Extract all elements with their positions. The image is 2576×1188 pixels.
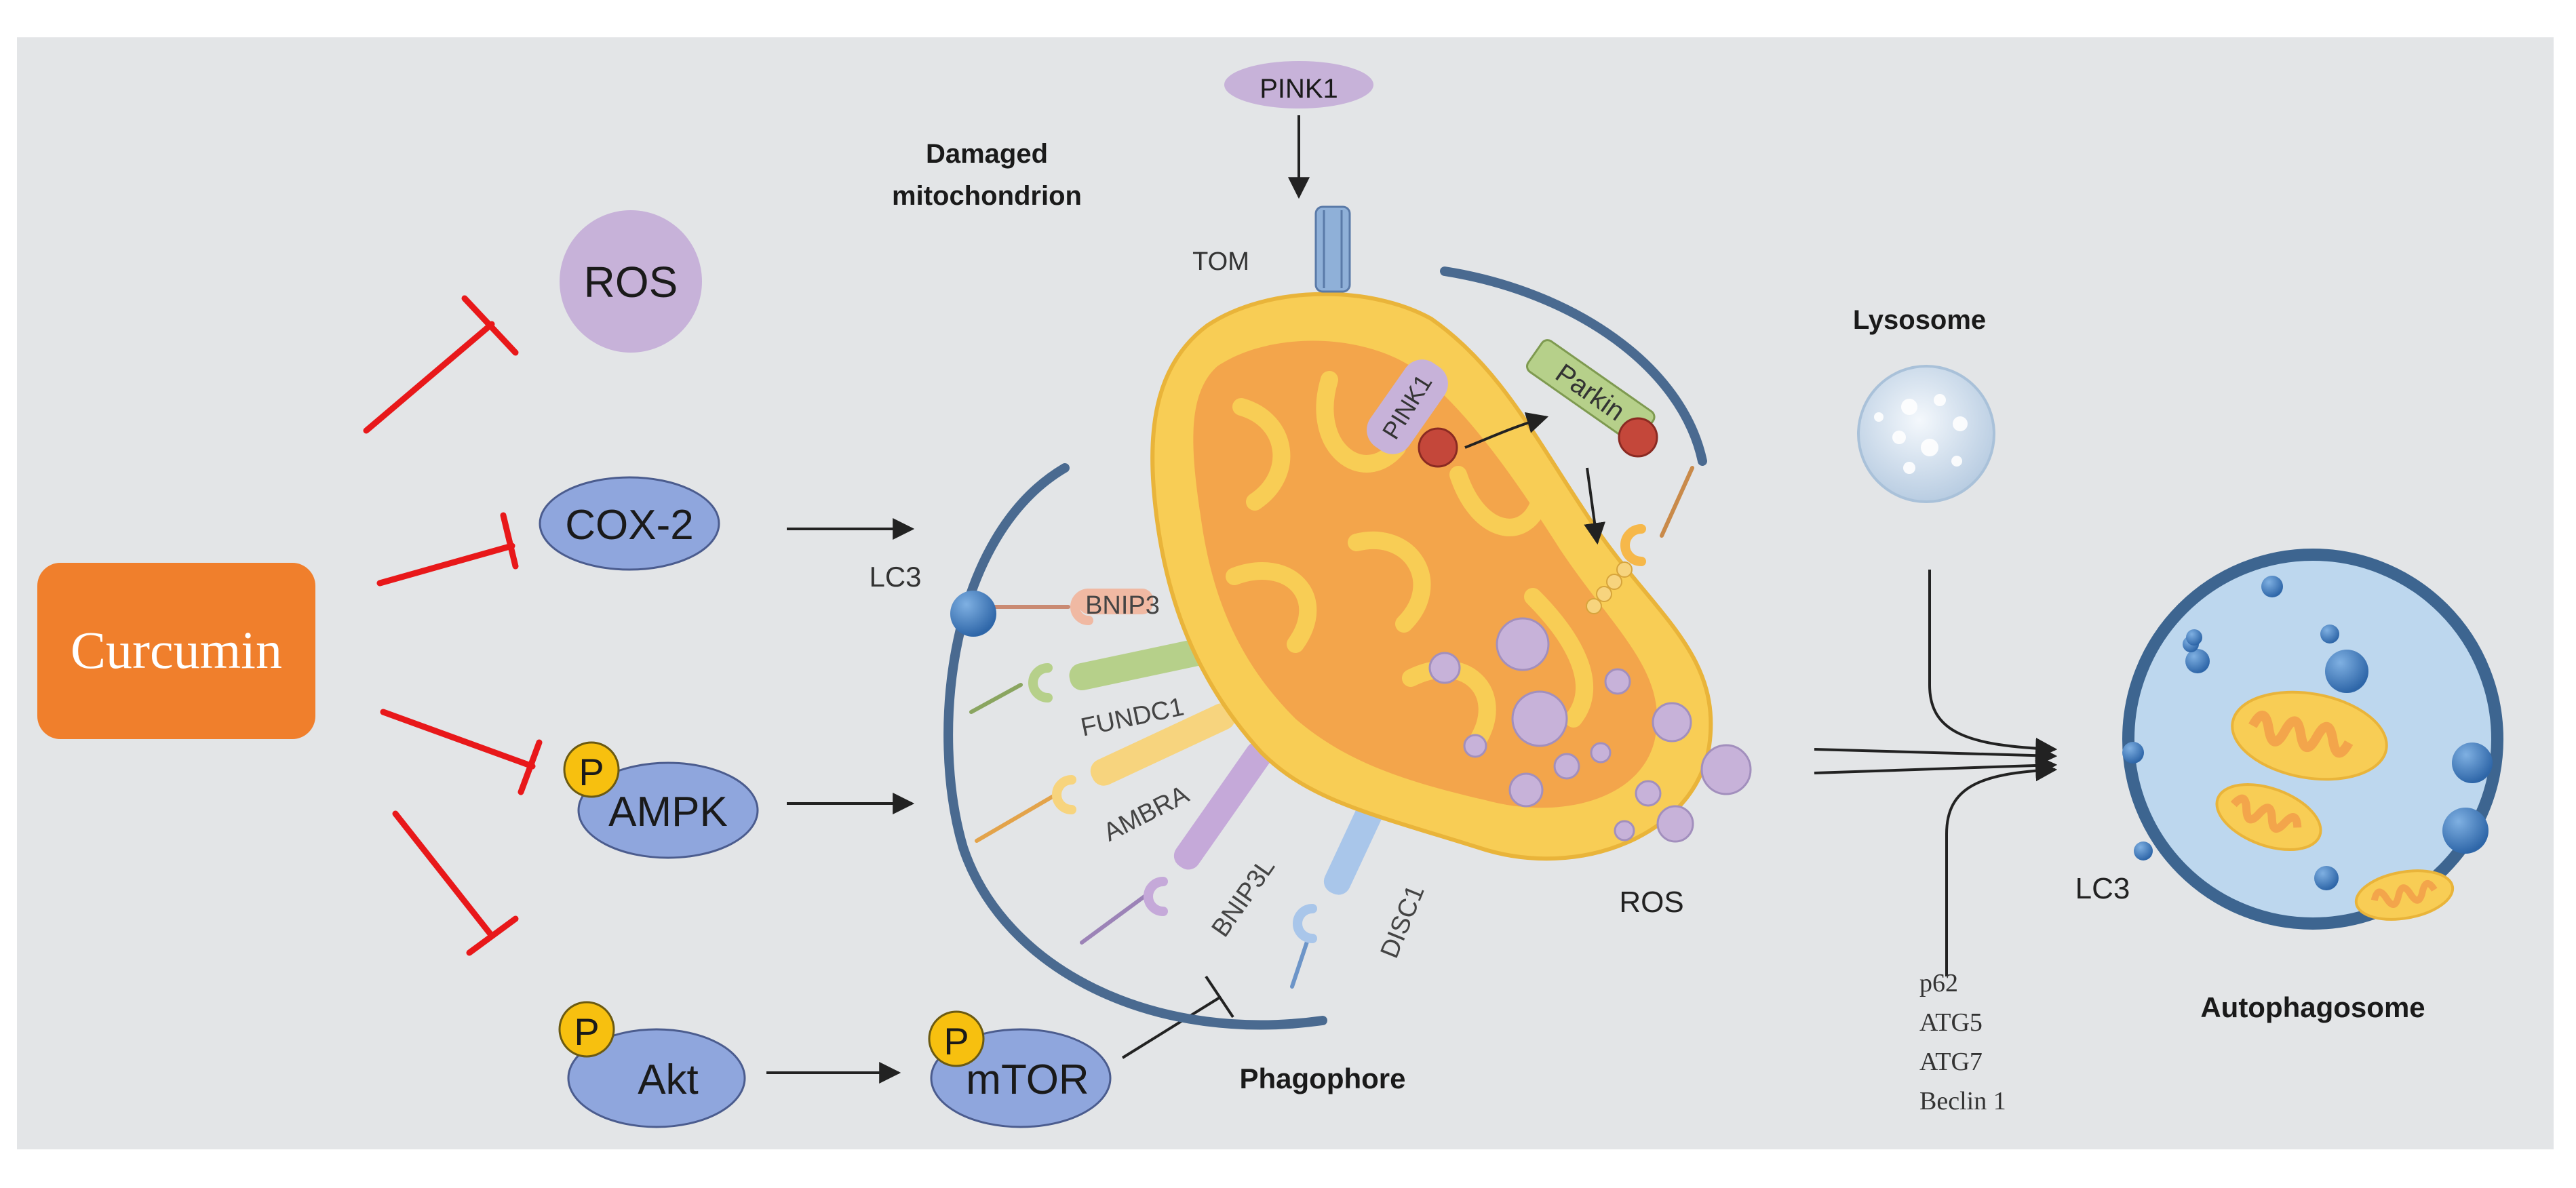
label-text: ATG7 — [1919, 1048, 1983, 1076]
pink1-to-parkin-arrow — [1464, 412, 1549, 449]
label-text: Akt — [638, 1056, 699, 1103]
bnip3-label: BNIP3 — [1085, 591, 1160, 620]
phospho-badge — [928, 1010, 985, 1067]
phospho-badge — [563, 741, 620, 798]
mitochondrion — [1150, 292, 1752, 861]
parkin-to-receptor-arrow — [1584, 467, 1605, 545]
label-text: AMPK — [608, 789, 728, 835]
label-text: P — [579, 751, 604, 793]
phagophore-label: Phagophore — [1239, 1063, 1405, 1094]
tom-channel — [1314, 205, 1351, 293]
ros-label: ROS — [1619, 886, 1683, 919]
lysosome-label: Lysosome — [1853, 305, 1986, 335]
label-text: P — [574, 1010, 599, 1053]
tom-label: TOM — [1192, 248, 1249, 276]
activation-arrows — [766, 518, 1234, 1084]
autophagosome — [2122, 549, 2503, 930]
ros-vesicles — [1428, 617, 1752, 843]
akt-node: Akt P — [558, 1001, 746, 1128]
lc3-dot — [950, 591, 996, 637]
ampk-node: AMPK P — [563, 741, 759, 859]
label-text: mTOR — [966, 1056, 1089, 1103]
label-text: p62 — [1919, 969, 1958, 997]
autophagosome-label: Autophagosome — [2200, 991, 2425, 1023]
phagophore-membrane — [943, 266, 1707, 1030]
phospho-badge — [558, 1001, 615, 1058]
autophagosome-lc3-label: LC3 — [2075, 872, 2130, 905]
label-text: P — [943, 1020, 969, 1063]
damaged-mito-title-2: mitochondrion — [892, 181, 1082, 211]
pink1-top: PINK1 — [1224, 61, 1373, 108]
pink1-inner: PINK1 — [1367, 359, 1458, 468]
ubiquitin-chain — [1586, 561, 1633, 614]
curcumin-label: Curcumin — [71, 620, 282, 679]
damaged-mito-title-1: Damaged — [926, 139, 1048, 169]
fusion-arrows — [1814, 570, 2058, 976]
lc3-label: LC3 — [869, 561, 921, 593]
cox2-node: COX-2 — [539, 476, 720, 571]
marker-list: p62 ATG5 ATG7 Beclin 1 — [1919, 969, 2006, 1115]
lysosome — [1857, 365, 1995, 503]
label-text: COX-2 — [565, 502, 693, 549]
curcumin-box: Curcumin — [37, 563, 315, 739]
label-text: ROS — [584, 258, 678, 306]
label-text: PINK1 — [1260, 74, 1338, 104]
label-text: ATG5 — [1919, 1008, 1983, 1037]
inhibition-arrows — [363, 295, 543, 956]
label-text: Beclin 1 — [1919, 1087, 2006, 1115]
ros-node: ROS — [560, 210, 702, 353]
mtor-node: mTOR P — [928, 1010, 1112, 1128]
